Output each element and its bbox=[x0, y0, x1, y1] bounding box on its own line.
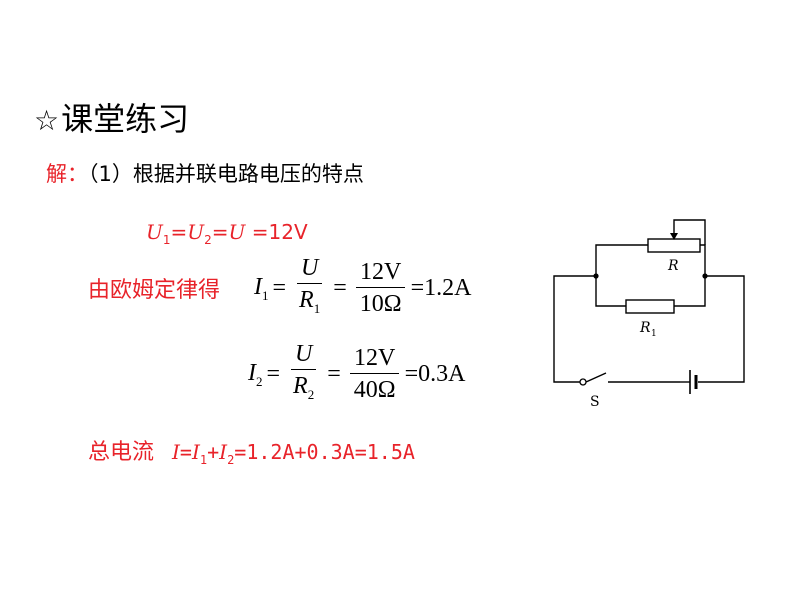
formula-result: =0.3A bbox=[404, 360, 466, 387]
var-i: I bbox=[172, 440, 180, 464]
fraction-symbolic: U R1 bbox=[295, 254, 324, 323]
switch-contact bbox=[579, 378, 587, 386]
sub-2: 2 bbox=[204, 233, 212, 247]
formula-lhs: I2 bbox=[248, 360, 263, 390]
var-u: U bbox=[294, 341, 313, 367]
numerator: 12V bbox=[356, 258, 406, 289]
equals-1: = bbox=[170, 220, 188, 244]
formula-i2: I2 = U R2 = 12V 40Ω =0.3A bbox=[248, 340, 465, 409]
denominator: R2 bbox=[289, 370, 318, 409]
var-i1: I bbox=[191, 440, 200, 464]
denominator: 40Ω bbox=[353, 377, 396, 404]
circuit-diagram: R R 1 S bbox=[553, 219, 745, 410]
var-u2: U bbox=[187, 220, 205, 244]
rheostat-slider bbox=[673, 219, 706, 245]
label-r1: R bbox=[639, 320, 651, 336]
ohm-law-label: 由欧姆定律得 bbox=[88, 278, 221, 303]
resistor-r bbox=[647, 238, 701, 253]
wire-right bbox=[698, 275, 745, 383]
junction-left bbox=[593, 273, 599, 279]
sub: 1 bbox=[313, 300, 321, 316]
formula-lhs: I1 bbox=[254, 274, 269, 304]
voltage-equation: U1=U2=U =12V bbox=[146, 220, 308, 247]
var-u: U bbox=[228, 220, 246, 244]
numerator: U bbox=[290, 340, 317, 370]
sub: 2 bbox=[227, 453, 235, 467]
var-r: R bbox=[299, 287, 314, 313]
var-r: R bbox=[293, 373, 308, 399]
var-i: I bbox=[248, 359, 256, 386]
total-value: =1.2A+0.3A=1.5A bbox=[234, 440, 415, 464]
equals-sign: = bbox=[327, 360, 341, 387]
slide-title: ☆课堂练习 bbox=[34, 94, 189, 140]
voltage-value: =12V bbox=[245, 220, 308, 244]
junction-right bbox=[702, 273, 708, 279]
numerator: 12V bbox=[350, 344, 400, 375]
fraction-numeric: 12V 10Ω bbox=[356, 258, 406, 318]
solution-intro: 解：（1）根据并联电路电压的特点 bbox=[46, 158, 364, 188]
label-r1-sub: 1 bbox=[651, 329, 657, 339]
label-switch: S bbox=[590, 394, 600, 410]
wire-bottom-right bbox=[674, 276, 706, 307]
slider-arrow-icon bbox=[670, 233, 678, 240]
wire-top-right bbox=[700, 244, 706, 276]
sub: 2 bbox=[307, 386, 315, 402]
formula-i1: I1 = U R1 = 12V 10Ω =1.2A bbox=[254, 254, 471, 323]
label-r: R bbox=[667, 258, 679, 274]
denominator: R1 bbox=[295, 284, 324, 323]
solution-prefix: 解： bbox=[46, 162, 88, 186]
plus: + bbox=[207, 440, 220, 464]
total-label: 总电流 bbox=[88, 440, 155, 465]
sub: 2 bbox=[256, 373, 263, 389]
var-u1: U bbox=[146, 220, 163, 244]
equals: = bbox=[179, 440, 192, 464]
total-expression: I=I1+I2=1.2A+0.3A=1.5A bbox=[172, 440, 415, 467]
solution-text: （1）根据并联电路电压的特点 bbox=[88, 162, 364, 186]
wire-top-left bbox=[595, 244, 648, 276]
star-icon: ☆ bbox=[34, 104, 60, 137]
fraction-symbolic: U R2 bbox=[289, 340, 318, 409]
sub-1: 1 bbox=[162, 233, 171, 247]
numerator: U bbox=[296, 254, 323, 284]
wire-bottom-left bbox=[595, 276, 626, 307]
equals-sign: = bbox=[272, 274, 287, 301]
sub: 1 bbox=[199, 453, 208, 467]
wire-left bbox=[553, 275, 596, 383]
var-i2: I bbox=[219, 440, 228, 464]
fraction-numeric: 12V 40Ω bbox=[350, 344, 400, 404]
sub: 1 bbox=[262, 287, 269, 303]
denominator: 10Ω bbox=[359, 291, 402, 318]
resistor-r1 bbox=[625, 299, 675, 314]
var-u: U bbox=[300, 255, 319, 281]
title-text: 课堂练习 bbox=[61, 100, 190, 138]
var-i: I bbox=[254, 273, 262, 300]
equals-2: = bbox=[211, 220, 229, 244]
equals-sign: = bbox=[266, 360, 281, 387]
formula-result: =1.2A bbox=[410, 274, 472, 301]
switch-blade bbox=[585, 372, 607, 383]
equals-sign: = bbox=[333, 274, 347, 301]
